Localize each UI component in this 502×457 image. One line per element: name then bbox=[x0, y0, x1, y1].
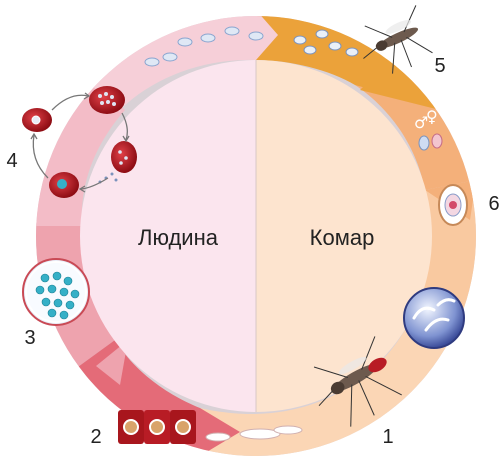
rbc-trophozoite bbox=[49, 172, 79, 198]
rbc-schizont bbox=[89, 86, 125, 114]
stage-number-4: 4 bbox=[6, 150, 17, 172]
stage-number-5: 5 bbox=[434, 55, 445, 77]
human-label: Людина bbox=[138, 225, 219, 250]
mosquito-label: Комар bbox=[310, 225, 375, 250]
merozoites-icon bbox=[23, 259, 89, 325]
rbc-ring-stage bbox=[22, 108, 52, 132]
liver-cells-icon bbox=[118, 410, 196, 444]
stage-number-2: 2 bbox=[90, 426, 101, 448]
stage-number-6: 6 bbox=[488, 193, 499, 215]
stage-number-1: 1 bbox=[382, 426, 393, 448]
oocyst-vessel-icon bbox=[404, 288, 464, 348]
ookinete-icon bbox=[439, 185, 467, 225]
stage-number-3: 3 bbox=[24, 327, 35, 349]
female-symbol: ♀ bbox=[426, 107, 438, 126]
